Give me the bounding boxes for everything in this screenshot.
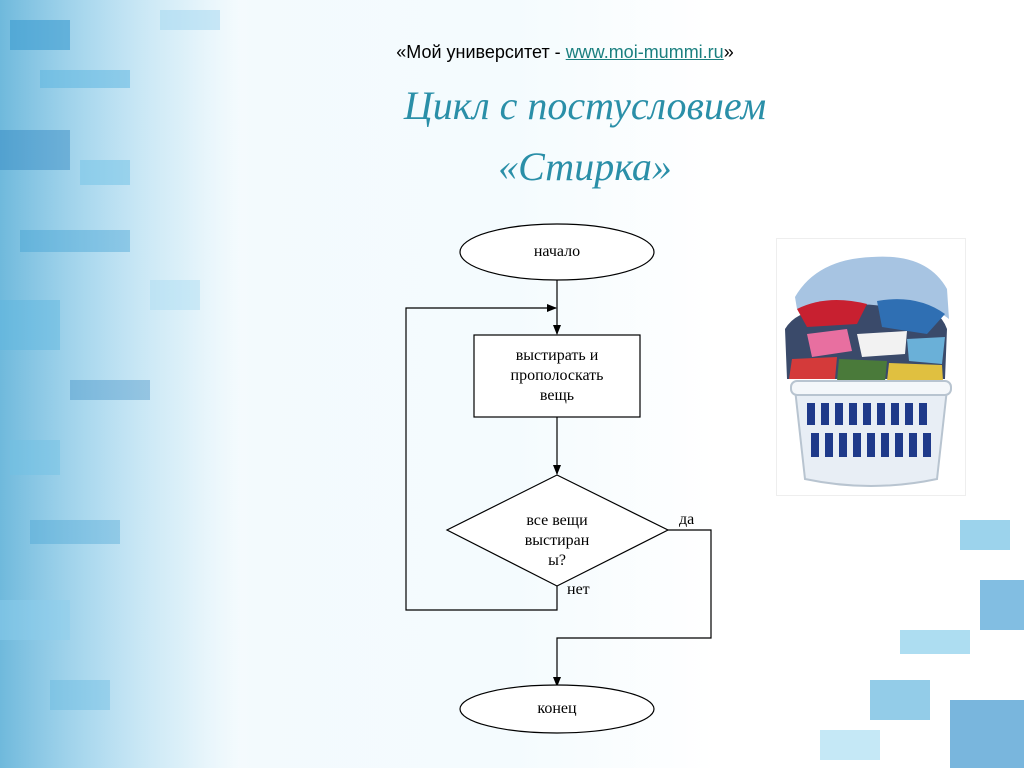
- no-label: нет: [567, 581, 590, 598]
- loop-back-line: [405, 304, 558, 611]
- site-link[interactable]: www.moi-mummi.ru: [565, 42, 724, 62]
- process-node: [473, 334, 641, 418]
- end-node: [459, 684, 655, 734]
- header-prefix: «Мой университет -: [396, 42, 566, 62]
- decision-line-2: выстиран: [524, 532, 590, 549]
- page-title-line2: «Стирка»: [498, 144, 672, 189]
- decision-line-3: ы?: [548, 552, 566, 569]
- process-label: выстирать и прополоскать вещь: [474, 346, 640, 406]
- end-label: конец: [537, 700, 577, 717]
- decision-label: все вещи выстиран ы?: [490, 511, 624, 571]
- start-label: начало: [533, 243, 581, 260]
- site-header: «Мой университет - www.moi-mummi.ru»: [0, 42, 1024, 63]
- header-suffix: »: [723, 42, 734, 62]
- laundry-basket-icon: [785, 256, 952, 487]
- process-line-1: выстирать и: [515, 347, 599, 364]
- page-title-line1: Цикл с постусловием: [403, 83, 767, 128]
- process-line-3: вещь: [539, 387, 575, 404]
- process-line-2: прополоскать: [510, 367, 604, 384]
- decision-line-1: все вещи: [526, 512, 588, 529]
- exit-line: [553, 529, 712, 687]
- yes-label: да: [679, 511, 695, 528]
- laundry-basket-photo: [776, 238, 966, 496]
